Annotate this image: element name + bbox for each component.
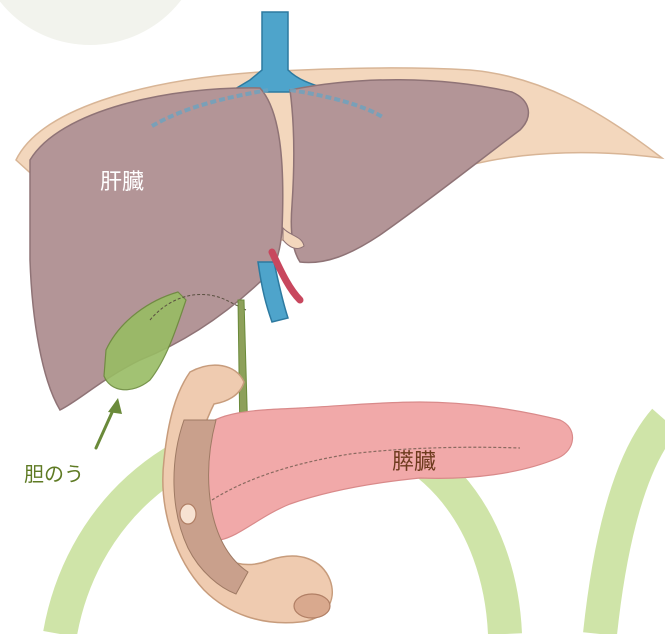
pancreas	[200, 402, 573, 540]
pancreas-label: 膵臓	[392, 444, 436, 476]
duodenum-opening	[294, 594, 330, 618]
liver-label: 肝臓	[100, 164, 144, 196]
arrow-up-right-icon	[96, 398, 122, 448]
liver-left-lobe	[290, 80, 528, 263]
duodenal-papilla	[180, 504, 196, 524]
gallbladder-label: 胆のう	[24, 458, 84, 487]
background-ring-right	[600, 420, 665, 634]
background-top-circle	[0, 0, 205, 45]
